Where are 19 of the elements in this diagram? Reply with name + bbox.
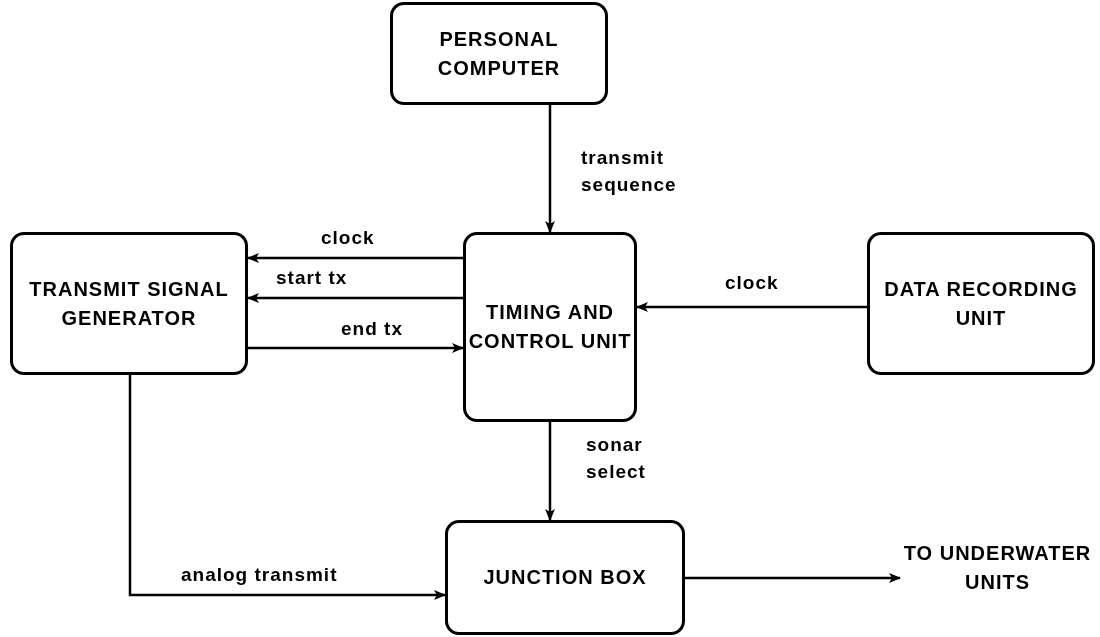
destination-label: TO UNDERWATER UNITS [902, 540, 1093, 595]
arrow [685, 573, 901, 583]
arrow [247, 253, 463, 263]
arrow [248, 343, 464, 353]
arrow [128, 375, 446, 600]
arrow [247, 293, 463, 303]
arrow [545, 422, 555, 521]
arrow [636, 302, 867, 312]
box-label: TRANSMIT SIGNAL GENERATOR [28, 276, 230, 331]
process-box [867, 232, 1095, 375]
process-box [445, 520, 685, 635]
process-box [10, 232, 248, 375]
box-label: TIMING AND CONTROL UNIT [467, 300, 633, 354]
arrow [545, 105, 555, 233]
box-label: JUNCTION BOX [483, 565, 647, 590]
box-label: PERSONAL COMPUTER [436, 26, 562, 81]
process-box [463, 232, 637, 422]
process-box [390, 2, 608, 105]
box-label: DATA RECORDING UNIT [883, 276, 1079, 331]
